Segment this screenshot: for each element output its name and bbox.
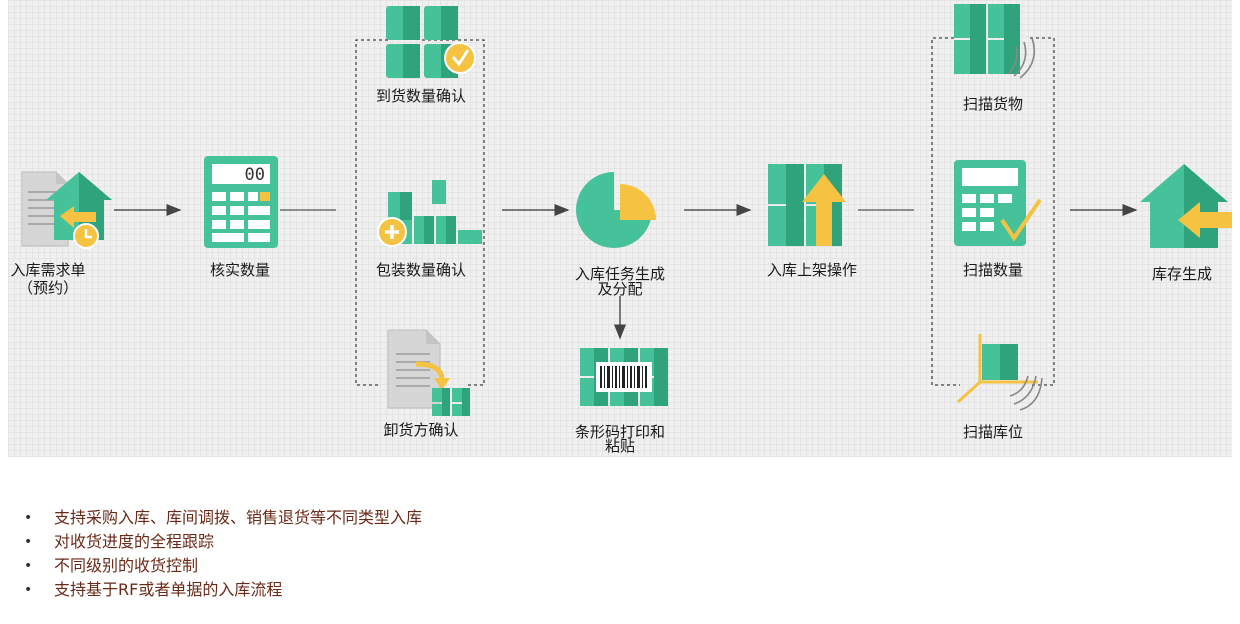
feature-list: • 支持采购入库、库间调拨、销售退货等不同类型入库 • 对收货进度的全程跟踪 • 不同… bbox=[24, 506, 422, 602]
barcode-icon bbox=[580, 348, 668, 406]
feature-item: • 不同级别的收货控制 bbox=[24, 554, 422, 578]
putaway-upload-icon bbox=[768, 164, 846, 246]
scan-quantity-icon bbox=[954, 160, 1042, 246]
arrival-boxes-check-icon bbox=[386, 6, 476, 78]
bullet-dot: • bbox=[24, 534, 33, 550]
calculator-display: 00 bbox=[245, 165, 265, 185]
feature-item: • 对收货进度的全程跟踪 bbox=[24, 530, 422, 554]
request-label-line2: （预约） bbox=[17, 279, 78, 297]
request-label-line1: 入库需求单 bbox=[10, 261, 86, 279]
task-label-line1: 入库任务生成 bbox=[574, 265, 665, 283]
scan-goods-icon bbox=[954, 4, 1036, 79]
inbound-flow-diagram: 00 bbox=[8, 0, 1232, 457]
flow-connectors bbox=[114, 37, 1138, 386]
verify-qty-label: 核实数量 bbox=[209, 261, 270, 279]
feature-text: 不同级别的收货控制 bbox=[54, 556, 199, 575]
feature-text: 支持基于RF或者单据的入库流程 bbox=[54, 580, 283, 599]
bullet-dot: • bbox=[24, 510, 33, 526]
package-boxes-plus-icon bbox=[377, 180, 482, 247]
scan-goods-label: 扫描货物 bbox=[962, 95, 1023, 113]
bullet-dot: • bbox=[24, 582, 33, 598]
feature-item: • 支持采购入库、库间调拨、销售退货等不同类型入库 bbox=[24, 506, 422, 530]
calculator-icon: 00 bbox=[204, 156, 278, 248]
task-pie-icon bbox=[576, 172, 656, 248]
feature-text: 对收货进度的全程跟踪 bbox=[54, 532, 215, 551]
dashed-group-scanning bbox=[931, 37, 1055, 386]
package-qty-confirm-label: 包装数量确认 bbox=[375, 261, 466, 279]
bullet-dot: • bbox=[24, 558, 33, 574]
unload-document-icon bbox=[387, 329, 470, 416]
request-document-icon bbox=[21, 171, 112, 249]
barcode-label-line2: 粘贴 bbox=[604, 437, 635, 455]
arrival-qty-confirm-label: 到货数量确认 bbox=[375, 87, 466, 105]
task-label-line2: 及分配 bbox=[597, 280, 643, 298]
putaway-label: 入库上架操作 bbox=[766, 261, 857, 279]
unload-party-confirm-label: 卸货方确认 bbox=[383, 421, 459, 439]
feature-text: 支持采购入库、库间调拨、销售退货等不同类型入库 bbox=[54, 508, 423, 527]
inventory-gen-label: 库存生成 bbox=[1151, 265, 1212, 283]
barcode-label-line1: 条形码打印和 bbox=[574, 423, 665, 441]
scan-qty-label: 扫描数量 bbox=[962, 261, 1023, 279]
inventory-house-icon bbox=[1140, 164, 1232, 248]
scan-location-label: 扫描库位 bbox=[962, 423, 1023, 441]
scan-location-icon bbox=[956, 334, 1043, 411]
feature-item: • 支持基于RF或者单据的入库流程 bbox=[24, 578, 422, 602]
